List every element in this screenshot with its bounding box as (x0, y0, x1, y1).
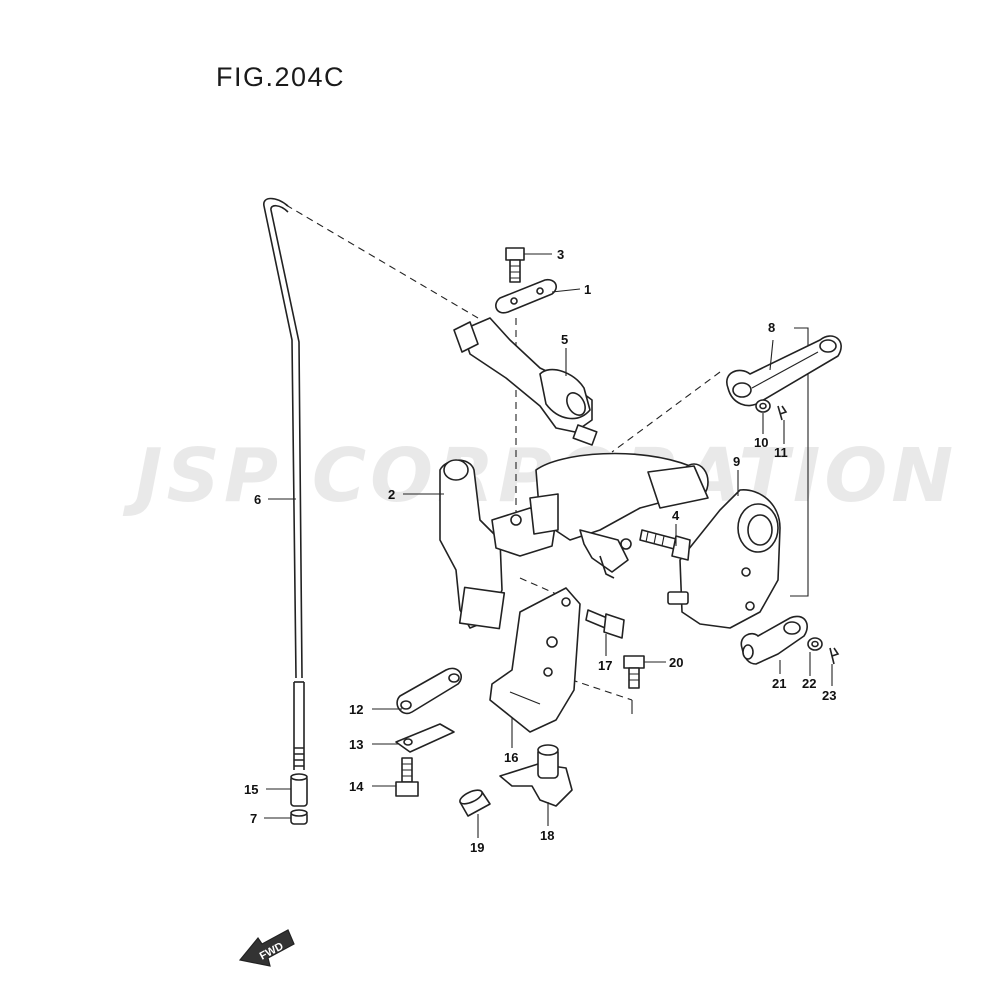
callout-14: 14 (349, 779, 364, 794)
callout-22: 22 (802, 676, 816, 691)
part-8-link-arm (726, 335, 842, 407)
callout-9: 9 (733, 454, 740, 469)
callout-5: 5 (561, 332, 568, 347)
part-11-clip (777, 405, 788, 421)
part-19-bushing (459, 789, 491, 817)
part-22-washer (807, 637, 823, 651)
callout-18: 18 (540, 828, 554, 843)
callout-1: 1 (584, 282, 591, 297)
part-6-shift-rod (263, 197, 305, 770)
callout-8: 8 (768, 320, 775, 335)
callout-17: 17 (598, 658, 612, 673)
callout-10: 10 (754, 435, 768, 450)
part-23-clip (829, 647, 840, 665)
part-4-bolt (639, 529, 691, 561)
part-18-fork (499, 744, 573, 807)
callout-7: 7 (250, 811, 257, 826)
part-17-bolt (585, 609, 625, 639)
part-3-bolt (505, 247, 525, 283)
part-5-shift-lever (453, 317, 598, 446)
leader-lines (264, 253, 833, 838)
part-10-washer (755, 399, 771, 413)
part-1-plate (495, 278, 557, 314)
callout-19: 19 (470, 840, 484, 855)
callout-23: 23 (822, 688, 836, 703)
figure-title: FIG.204C (216, 62, 346, 92)
callout-4: 4 (672, 508, 680, 523)
part-14-bolt (395, 757, 419, 797)
part-20-bolt (623, 655, 645, 689)
callout-2: 2 (388, 487, 395, 502)
callout-21: 21 (772, 676, 786, 691)
callout-20: 20 (669, 655, 683, 670)
callout-16: 16 (504, 750, 518, 765)
part-2-main-bracket (439, 452, 709, 630)
callout-13: 13 (349, 737, 363, 752)
callout-15: 15 (244, 782, 258, 797)
part-9-bracket (667, 489, 781, 629)
callout-labels: 3 1 5 8 10 11 9 6 2 4 17 20 21 22 23 12 … (244, 247, 836, 855)
callout-6: 6 (254, 492, 261, 507)
part-13-plate (395, 723, 455, 753)
part-7-nut (290, 809, 308, 825)
fwd-direction-arrow: FWD (238, 929, 295, 967)
callout-3: 3 (557, 247, 564, 262)
part-15-sleeve (290, 773, 308, 807)
callout-11: 11 (774, 445, 788, 460)
part-16-bracket (489, 587, 581, 733)
callout-12: 12 (349, 702, 363, 717)
part-21-clevis (740, 615, 808, 665)
part-12-link (396, 667, 462, 715)
